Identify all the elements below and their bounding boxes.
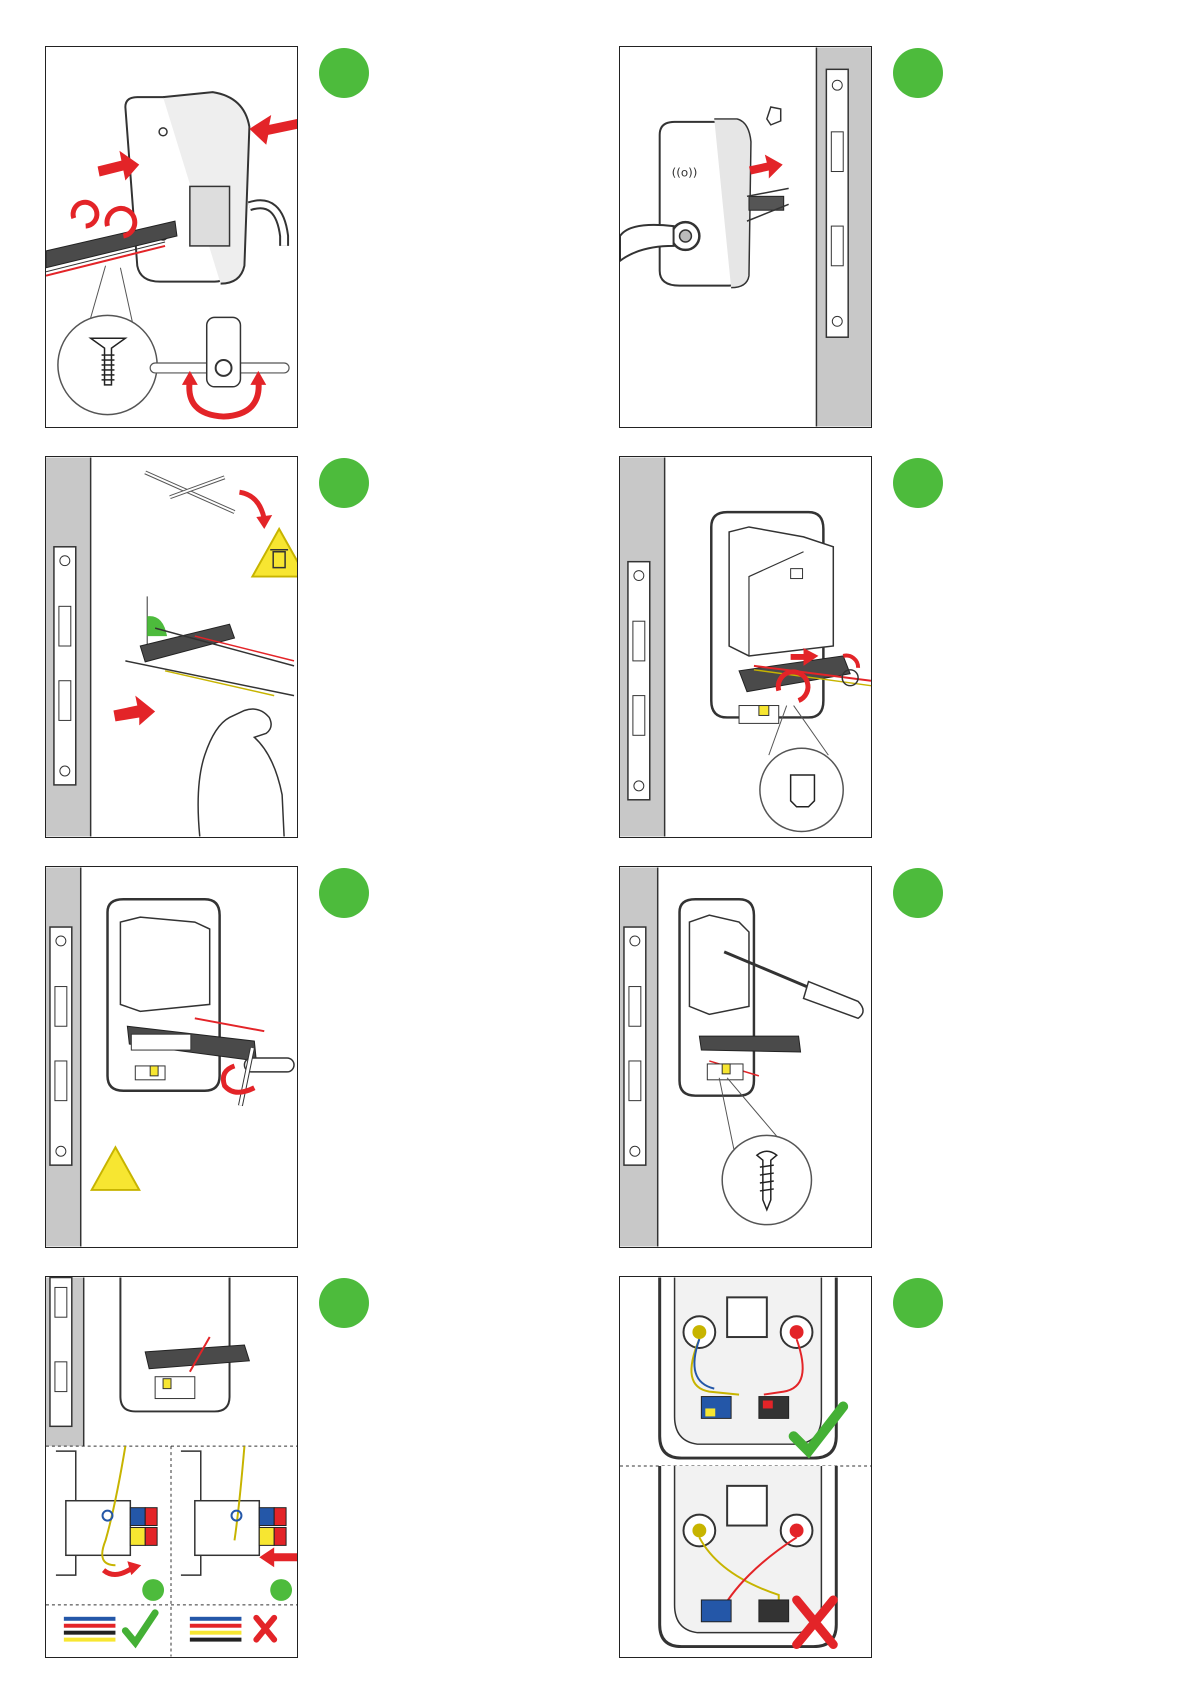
- cable-routing-wrong-view: [660, 1466, 837, 1647]
- step-8-illustration: [620, 1277, 871, 1657]
- check-icon: [125, 1613, 155, 1643]
- step-6-illustration: [620, 867, 871, 1247]
- rfid-symbol-icon: ((o)): [672, 165, 698, 179]
- step-3-illustration: [46, 457, 297, 837]
- step-3-badge: [319, 458, 369, 508]
- ok-badge: [142, 1579, 164, 1601]
- warning-icon: [92, 1147, 140, 1190]
- step-3-panel: [45, 456, 298, 838]
- push-arrow-icon: [249, 115, 297, 145]
- step-6-badge: [893, 868, 943, 918]
- hand-icon: [198, 709, 284, 836]
- ok-badge: [270, 1579, 292, 1601]
- push-arrow-icon: [749, 155, 783, 179]
- step-7-badge: [319, 1278, 369, 1328]
- warning-icon: [252, 529, 297, 577]
- connector-correct-view: [56, 1446, 164, 1601]
- step-6-panel: [619, 866, 872, 1248]
- step-2-panel: ((o)): [619, 46, 872, 428]
- step-5-illustration: [46, 867, 297, 1247]
- step-4-panel: [619, 456, 872, 838]
- step-2-badge: [893, 48, 943, 98]
- step-5-panel: [45, 866, 298, 1248]
- push-arrow-icon: [113, 696, 155, 726]
- step-1-illustration: [46, 47, 297, 427]
- cable-routing-correct-view: [660, 1278, 844, 1459]
- step-1-badge: [319, 48, 369, 98]
- strike-plate: [826, 69, 848, 337]
- cross-icon: [256, 1618, 274, 1640]
- step-7-panel: [45, 1276, 298, 1658]
- wire-order-wrong-icon: [190, 1617, 242, 1642]
- step-1-panel: [45, 46, 298, 428]
- step-2-illustration: ((o)): [620, 47, 871, 427]
- connector-wrong-view: [181, 1446, 297, 1601]
- wire-order-correct-icon: [64, 1617, 116, 1642]
- nut-icon: [767, 107, 781, 125]
- step-7-illustration: [46, 1277, 297, 1657]
- step-8-badge: [893, 1278, 943, 1328]
- step-5-badge: [319, 868, 369, 918]
- step-4-illustration: [620, 457, 871, 837]
- step-4-badge: [893, 458, 943, 508]
- step-8-panel: [619, 1276, 872, 1658]
- nut-icon: [791, 775, 815, 807]
